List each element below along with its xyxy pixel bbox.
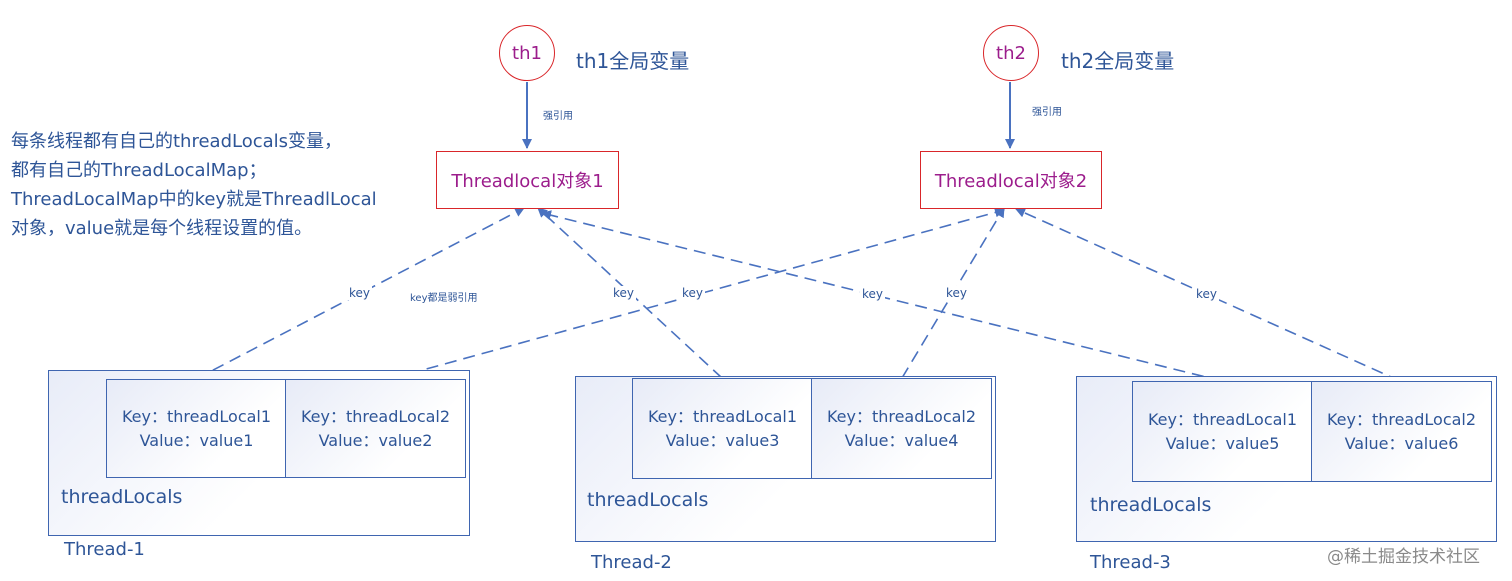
entry-value: Value：value2 <box>318 430 433 450</box>
entry-key: Key：threadLocal2 <box>1326 409 1477 429</box>
thread-3-name: Thread-3 <box>1090 552 1171 573</box>
entry-key: Key：threadLocal1 <box>121 406 272 426</box>
strong-ref-label-2: 强引用 <box>1032 107 1062 118</box>
description-line: 每条线程都有自己的threadLocals变量， <box>11 131 343 152</box>
description-line: 都有自己的ThreadLocalMap； <box>11 160 267 181</box>
th2-circle: th2 <box>983 25 1039 81</box>
th1-global-label: th1全局变量 <box>576 49 690 73</box>
key-label: key <box>944 286 970 300</box>
watermark: @稀土掘金技术社区 <box>1327 547 1480 567</box>
thread-2-entry-1: Key：threadLocal1 Value：value3 <box>632 378 813 479</box>
strong-ref-label-1: 强引用 <box>543 111 573 122</box>
threadlocal-object-1: Threadlocal对象1 <box>436 151 619 209</box>
weak-ref-t1-e1 <box>195 207 525 380</box>
thread-3-entry-2: Key：threadLocal2 Value：value6 <box>1311 381 1492 482</box>
key-label: key <box>1194 287 1220 301</box>
thread-1-entry-1: Key：threadLocal1 Value：value1 <box>106 379 287 478</box>
entry-value: Value：value6 <box>1344 433 1459 453</box>
entry-value: Value：value3 <box>665 430 780 450</box>
th1-circle: th1 <box>499 25 555 81</box>
thread-3-threadlocals-label: threadLocals <box>1090 494 1212 516</box>
thread-3-entry-1: Key：threadLocal1 Value：value5 <box>1132 381 1313 482</box>
threadlocal-object-2: Threadlocal对象2 <box>920 151 1102 209</box>
weak-ref-note: key都是弱引用 <box>410 293 478 304</box>
entry-value: Value：value4 <box>844 430 959 450</box>
weak-ref-t1-e2 <box>389 207 1005 380</box>
key-label: key <box>680 286 706 300</box>
entry-key: Key：threadLocal2 <box>826 406 977 426</box>
entry-key: Key：threadLocal1 <box>1147 409 1298 429</box>
entry-value: Value：value5 <box>1165 433 1280 453</box>
th2-global-label: th2全局变量 <box>1061 49 1175 73</box>
entry-key: Key：threadLocal1 <box>647 406 798 426</box>
key-label: key <box>860 287 886 301</box>
thread-1-entry-2: Key：threadLocal2 Value：value2 <box>285 379 466 478</box>
description-line: ThreadLocalMap中的key就是ThreadlLocal <box>11 189 377 210</box>
entry-key: Key：threadLocal2 <box>300 406 451 426</box>
thread-2-entry-2: Key：threadLocal2 Value：value4 <box>811 378 992 479</box>
thread-2-name: Thread-2 <box>591 552 672 573</box>
thread-1-name: Thread-1 <box>64 539 145 560</box>
entry-value: Value：value1 <box>139 430 254 450</box>
description-text: 每条线程都有自己的threadLocals变量， 都有自己的ThreadLoca… <box>11 127 377 243</box>
key-label: key <box>611 286 637 300</box>
key-label: key <box>347 286 373 300</box>
thread-1-threadlocals-label: threadLocals <box>61 486 183 508</box>
description-line: 对象，value就是每个线程设置的值。 <box>11 218 313 239</box>
thread-2-threadlocals-label: threadLocals <box>587 489 709 511</box>
